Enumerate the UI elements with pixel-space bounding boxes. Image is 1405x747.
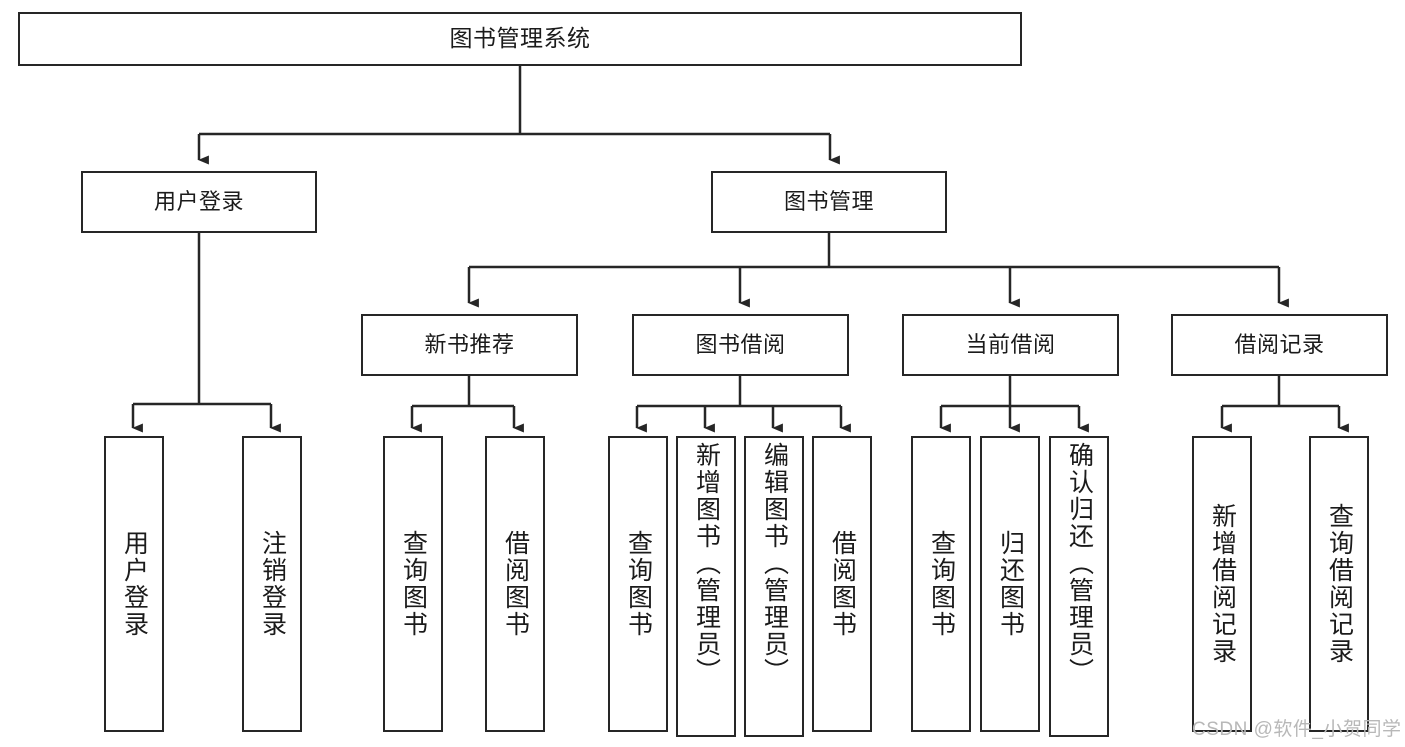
node-new-book-recommend[interactable]: 新书推荐 bbox=[361, 314, 578, 376]
node-label: 新书推荐 bbox=[424, 331, 515, 357]
leaf-book-borrow-borrow[interactable]: 借阅图书 bbox=[812, 436, 872, 732]
node-label: 用户登录 bbox=[120, 530, 149, 638]
node-label: 查询借阅记录 bbox=[1325, 503, 1354, 665]
leaf-book-borrow-add-admin[interactable]: 新增图书（管理员） bbox=[676, 436, 736, 737]
node-user-login[interactable]: 用户登录 bbox=[81, 171, 317, 233]
leaf-borrow-record-add[interactable]: 新增借阅记录 bbox=[1192, 436, 1252, 732]
node-label: 图书借阅 bbox=[695, 331, 786, 357]
csdn-watermark: CSDN @软件_小贺同学 bbox=[1192, 719, 1402, 740]
leaf-user-login-signin[interactable]: 用户登录 bbox=[104, 436, 164, 732]
node-borrow-record[interactable]: 借阅记录 bbox=[1171, 314, 1388, 376]
node-label: 查询图书 bbox=[927, 530, 956, 638]
node-book-management[interactable]: 图书管理 bbox=[711, 171, 947, 233]
leaf-current-borrow-return[interactable]: 归还图书 bbox=[980, 436, 1040, 732]
leaf-book-borrow-query[interactable]: 查询图书 bbox=[608, 436, 668, 732]
leaf-borrow-record-query[interactable]: 查询借阅记录 bbox=[1309, 436, 1369, 732]
node-book-borrow[interactable]: 图书借阅 bbox=[632, 314, 849, 376]
node-label: 图书管理 bbox=[783, 188, 874, 214]
leaf-new-book-borrow[interactable]: 借阅图书 bbox=[485, 436, 545, 732]
node-root-book-management-system[interactable]: 图书管理系统 bbox=[18, 12, 1022, 66]
node-label: 当前借阅 bbox=[965, 331, 1056, 357]
node-label: 新增图书（管理员） bbox=[692, 442, 721, 685]
node-label: 借阅图书 bbox=[501, 530, 530, 638]
leaf-book-borrow-edit-admin[interactable]: 编辑图书（管理员） bbox=[744, 436, 804, 737]
node-current-borrow[interactable]: 当前借阅 bbox=[902, 314, 1119, 376]
node-label: 借阅图书 bbox=[828, 530, 857, 638]
node-label: 归还图书 bbox=[996, 530, 1025, 638]
node-label: 注销登录 bbox=[258, 530, 287, 638]
leaf-new-book-query[interactable]: 查询图书 bbox=[383, 436, 443, 732]
node-label: 新增借阅记录 bbox=[1208, 503, 1237, 665]
leaf-current-borrow-confirm-admin[interactable]: 确认归还（管理员） bbox=[1049, 436, 1109, 737]
node-label: 确认归还（管理员） bbox=[1065, 442, 1094, 685]
node-label: 图书管理系统 bbox=[449, 25, 591, 52]
node-label: 用户登录 bbox=[153, 188, 244, 214]
node-label: 借阅记录 bbox=[1234, 331, 1325, 357]
leaf-current-borrow-query[interactable]: 查询图书 bbox=[911, 436, 971, 732]
node-label: 编辑图书（管理员） bbox=[760, 442, 789, 685]
leaf-user-login-signout[interactable]: 注销登录 bbox=[242, 436, 302, 732]
node-label: 查询图书 bbox=[624, 530, 653, 638]
node-label: 查询图书 bbox=[399, 530, 428, 638]
